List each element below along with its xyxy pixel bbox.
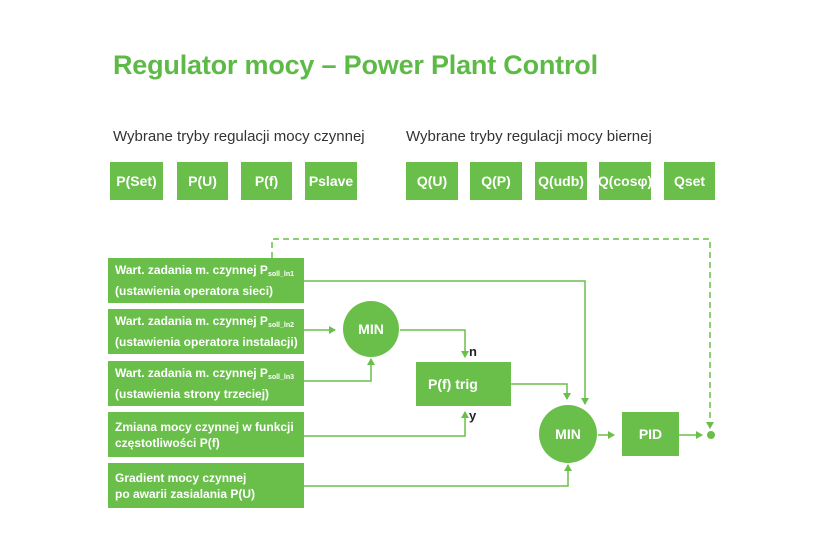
input-label: Zmiana mocy czynnej w funkcji [115,419,294,434]
mode-button-q-udb[interactable]: Q(udb) [535,162,587,200]
port-label-y: y [469,408,477,423]
input-box-p-f: Zmiana mocy czynnej w funkcji częstotliw… [108,412,304,457]
input-label: Wart. zadania m. czynnej P [115,263,268,277]
output-node [707,431,715,439]
input-label: Gradient mocy czynnej [115,470,247,485]
mode-button-p-u[interactable]: P(U) [177,162,228,200]
input-description: (ustawienia strony trzeciej) [115,387,270,401]
input-description: częstotliwości P(f) [115,435,220,450]
input-subscript: soll_ln2 [267,322,295,329]
wire-input1-to-min-lower [304,280,589,405]
mode-button-pslave[interactable]: Pslave [305,162,357,200]
wire-input3-to-min-upper [304,358,375,382]
input-description: (ustawienia operatora instalacji) [115,335,298,349]
input-subscript: soll_ln1 [267,271,295,278]
input-box-gradient-p-u: Gradient mocy czynnej po awarii zasialan… [108,463,304,508]
input-box-p-soll-ln3: Wart. zadania m. czynnej Psoll_ln3 (usta… [108,361,304,406]
wire-pftrig-to-min-lower [511,383,571,400]
mode-button-p-set[interactable]: P(Set) [110,162,163,200]
mode-button-q-cosphi[interactable]: Q(cosφ) [598,162,652,200]
input-label: Wart. zadania m. czynnej P [115,314,268,328]
wire-input5-to-min-lower [304,464,572,487]
min-block-lower: MIN [539,405,597,463]
mode-button-q-u[interactable]: Q(U) [406,162,458,200]
wire-input4-to-pftrig [304,411,469,437]
pid-block: PID [622,412,679,456]
active-modes-heading: Wybrane tryby regulacji mocy czynnej [113,128,365,145]
min-block-upper: MIN [343,301,399,357]
input-label: Wart. zadania m. czynnej P [115,366,268,380]
mode-button-p-f[interactable]: P(f) [241,162,292,200]
input-box-p-soll-ln1: Wart. zadania m. czynnej Psoll_ln1 (usta… [108,258,304,303]
mode-button-qset[interactable]: Qset [664,162,715,200]
reactive-modes-heading: Wybrane tryby regulacji mocy biernej [406,128,652,145]
page-title: Regulator mocy – Power Plant Control [113,50,598,80]
mode-button-q-p[interactable]: Q(P) [470,162,522,200]
input-box-p-soll-ln2: Wart. zadania m. czynnej Psoll_ln2 (usta… [108,309,304,354]
wire-min-upper-to-pftrig [400,329,469,358]
input-description: (ustawienia operatora sieci) [115,284,274,298]
input-subscript: soll_ln3 [267,374,295,381]
input-description: po awarii zasialania P(U) [115,486,256,501]
port-label-n: n [469,344,477,359]
pf-trig-label: P(f) trig [428,376,478,392]
pf-trig-block: P(f) trig [416,362,511,406]
bypass-dashed-line [271,238,714,429]
